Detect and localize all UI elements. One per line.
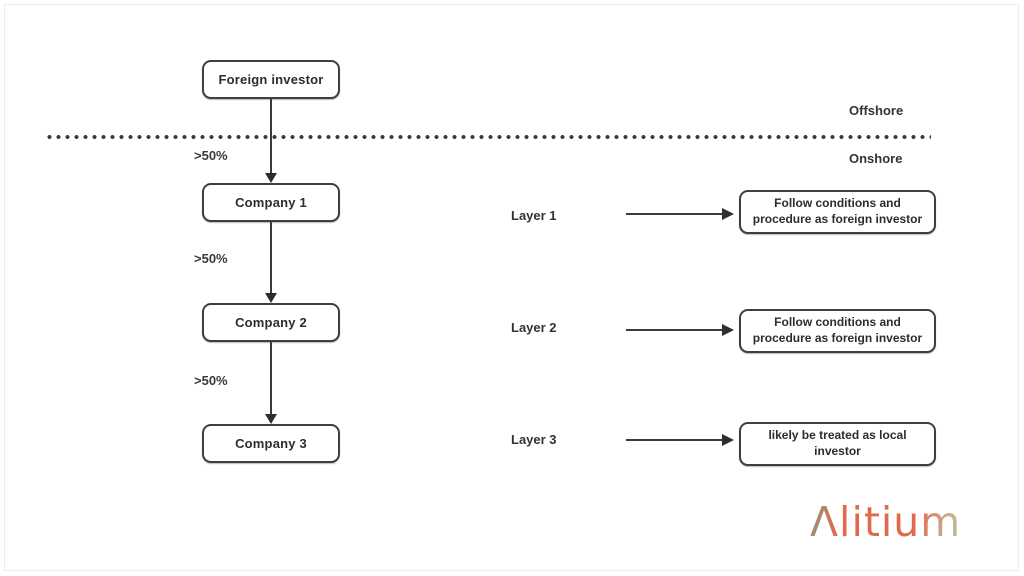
connector-investor-company1 xyxy=(270,99,272,174)
company2-node: Company 2 xyxy=(202,303,340,342)
ownership-label-2: >50% xyxy=(194,251,228,266)
arrowhead-right-icon xyxy=(722,434,734,446)
layer2-outcome-box: Follow conditions and procedure as forei… xyxy=(739,309,936,353)
arrowhead-down-icon xyxy=(264,293,277,303)
ownership-label-3: >50% xyxy=(194,373,228,388)
arrowhead-down-icon xyxy=(264,173,277,183)
onshore-label: Onshore xyxy=(849,151,903,166)
layer2-arrow-line xyxy=(626,329,723,331)
ownership-label-1: >50% xyxy=(194,148,228,163)
connector-company1-company2 xyxy=(270,222,272,294)
layer1-arrow-line xyxy=(626,213,723,215)
layer1-label: Layer 1 xyxy=(511,208,557,223)
arrowhead-right-icon xyxy=(722,208,734,220)
page-frame xyxy=(4,4,1019,571)
foreign-investor-node: Foreign investor xyxy=(202,60,340,99)
layer3-arrow-line xyxy=(626,439,723,441)
arrowhead-right-icon xyxy=(722,324,734,336)
company3-node: Company 3 xyxy=(202,424,340,463)
company1-node: Company 1 xyxy=(202,183,340,222)
layer2-label: Layer 2 xyxy=(511,320,557,335)
layer1-outcome-box: Follow conditions and procedure as forei… xyxy=(739,190,936,234)
layer3-label: Layer 3 xyxy=(511,432,557,447)
alitium-logo: Λlitium xyxy=(810,498,1010,546)
arrowhead-down-icon xyxy=(264,414,277,424)
connector-company2-company3 xyxy=(270,342,272,415)
offshore-onshore-divider xyxy=(45,135,931,139)
offshore-label: Offshore xyxy=(849,103,904,118)
layer3-outcome-box: likely be treated as local investor xyxy=(739,422,936,466)
